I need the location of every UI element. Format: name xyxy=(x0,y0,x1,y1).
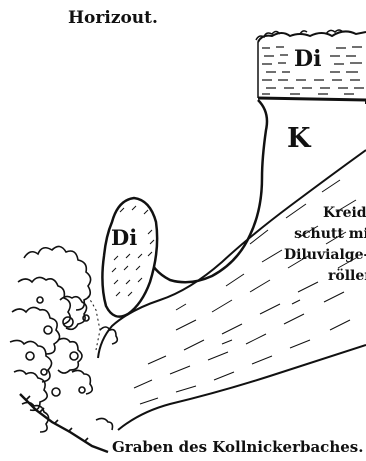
label-kreide-line-4: röllen. xyxy=(294,266,366,287)
diluvium-lens-left xyxy=(102,198,157,317)
label-di-left: Di xyxy=(111,225,137,250)
label-kreideschutt: Kreide- schutt mit Diluvialge- röllen. xyxy=(296,203,366,287)
label-horizont: Horizout. xyxy=(68,8,158,28)
boundary-dotted xyxy=(88,296,100,350)
label-graben: Graben des Kollnickerbaches. xyxy=(112,438,363,456)
label-kreide-line-1: Kreide- xyxy=(296,203,366,224)
label-kreide-line-3: Diluvialge- xyxy=(284,245,366,266)
label-di-top: Di xyxy=(294,46,321,72)
label-k: K xyxy=(287,123,310,154)
label-kreide-line-2: schutt mit xyxy=(290,224,366,245)
